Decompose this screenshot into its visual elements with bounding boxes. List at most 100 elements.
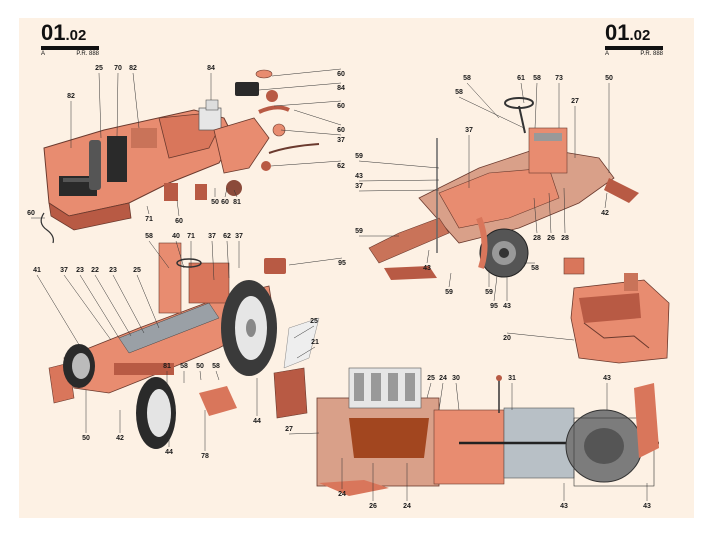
leader-lines bbox=[31, 68, 648, 501]
callout-95-tr: 95 bbox=[490, 303, 498, 310]
callout-37-ml-c: 37 bbox=[60, 267, 68, 274]
callout-24-bc-a: 24 bbox=[439, 375, 447, 382]
callout-28-tr-a: 28 bbox=[533, 235, 541, 242]
callout-60-lamp-a-leader bbox=[271, 68, 342, 77]
header-ref: P.R. 888 bbox=[76, 51, 99, 57]
callout-37-ml-a: 37 bbox=[208, 233, 216, 240]
callout-23-ml-b: 23 bbox=[109, 267, 117, 274]
header-code-right: 01 bbox=[605, 20, 630, 45]
callout-28-tr-a-leader bbox=[533, 197, 538, 234]
engine-assembly bbox=[563, 257, 670, 364]
callout-58-tr-c-leader bbox=[534, 82, 538, 129]
callout-60-hood: 60 bbox=[175, 218, 183, 225]
callout-71-hood: 71 bbox=[145, 216, 153, 223]
callout-42-bl: 42 bbox=[116, 435, 124, 442]
callout-37-tr-b: 37 bbox=[355, 183, 363, 190]
callout-62-ml: 62 bbox=[223, 233, 231, 240]
callout-50-ml: 50 bbox=[196, 363, 204, 370]
callout-43-tr-b: 43 bbox=[423, 265, 431, 272]
callout-58-ml-leader bbox=[148, 240, 170, 269]
callout-40-ml-leader bbox=[175, 240, 185, 269]
callout-71-ml: 71 bbox=[187, 233, 195, 240]
callout-43-br-a: 43 bbox=[603, 375, 611, 382]
callout-44-bl-b: 44 bbox=[253, 418, 261, 425]
callout-60-lamp-b: 60 bbox=[337, 103, 345, 110]
header-ref-right: P.R. 888 bbox=[640, 51, 663, 57]
callout-43-tr-a: 43 bbox=[355, 173, 363, 180]
callout-42-tr: 42 bbox=[601, 210, 609, 217]
callout-23-ml-a: 23 bbox=[76, 267, 84, 274]
header-rule-right bbox=[605, 46, 663, 50]
callout-60-left: 60 bbox=[27, 210, 35, 217]
callout-43-br-c: 43 bbox=[643, 503, 651, 510]
callout-62-leader bbox=[270, 160, 342, 167]
callout-59-tr-c-leader bbox=[448, 272, 452, 288]
callout-59-tr-b: 59 bbox=[355, 228, 363, 235]
callout-30-bc-leader bbox=[455, 382, 460, 411]
callout-81-hood-leader bbox=[233, 189, 238, 198]
callout-71-hood-leader bbox=[146, 205, 150, 215]
hood-assembly bbox=[40, 99, 270, 244]
callout-31-bc: 31 bbox=[508, 375, 516, 382]
callout-84-mirror: 84 bbox=[337, 85, 345, 92]
callout-26-tr-leader bbox=[548, 192, 552, 234]
header-meta-right: A P.R. 888 bbox=[605, 51, 663, 57]
callout-43-tr-c: 43 bbox=[503, 303, 511, 310]
callout-81-ml: 81 bbox=[163, 363, 171, 370]
callout-41-ml-leader bbox=[36, 274, 82, 349]
callout-37-ml-b: 37 bbox=[235, 233, 243, 240]
callout-37-ml-a-leader bbox=[211, 240, 215, 281]
callout-43-tr-a-leader bbox=[358, 179, 440, 182]
header-meta: A P.R. 888 bbox=[41, 51, 99, 57]
header-edition: A bbox=[41, 51, 46, 57]
callout-82-top: 82 bbox=[129, 65, 137, 72]
callout-78-bl: 78 bbox=[201, 453, 209, 460]
callout-61-tr-leader bbox=[520, 82, 525, 104]
header-code: 01 bbox=[41, 20, 66, 45]
callout-50-ml-leader bbox=[199, 370, 202, 381]
header-rule bbox=[41, 46, 99, 50]
callout-37-tr-b-leader bbox=[358, 189, 440, 192]
callout-37-cable: 37 bbox=[337, 137, 345, 144]
callout-27-bc: 27 bbox=[285, 426, 293, 433]
callout-27-bc-leader bbox=[288, 432, 320, 435]
header-sub: .02 bbox=[65, 27, 87, 44]
callout-43-tr-b-leader bbox=[426, 249, 430, 264]
callout-58-tr-d: 58 bbox=[531, 265, 539, 272]
header-left: 01.02 A P.R. 888 bbox=[41, 22, 99, 57]
callout-23-ml-a-leader bbox=[79, 274, 120, 339]
callout-58-tr-b-leader bbox=[458, 96, 525, 129]
header-sub-right: .02 bbox=[629, 27, 651, 44]
header-edition-right: A bbox=[605, 51, 610, 57]
callout-44-bl: 44 bbox=[165, 449, 173, 456]
callout-58-tr-c: 58 bbox=[533, 75, 541, 82]
callout-62-ml-leader bbox=[226, 240, 230, 279]
callout-61-tr: 61 bbox=[517, 75, 525, 82]
callout-82-left: 82 bbox=[67, 93, 75, 100]
callout-42-tr-leader bbox=[604, 192, 608, 209]
exploded-view-art: 2570828284608460603762607160506081585861… bbox=[27, 65, 670, 510]
callout-25-engine-air: 25 bbox=[95, 65, 103, 72]
callout-60-lamp-c-leader bbox=[293, 109, 342, 126]
callout-60-hood-b: 60 bbox=[221, 199, 229, 206]
callout-60-hood-b-leader bbox=[224, 187, 228, 198]
tractor-assembly bbox=[48, 242, 320, 449]
callout-50-bl: 50 bbox=[82, 435, 90, 442]
callout-22-ml: 22 bbox=[91, 267, 99, 274]
callout-50-hood: 50 bbox=[211, 199, 219, 206]
callout-59-tr-a-leader bbox=[358, 160, 440, 169]
callout-58-ml: 58 bbox=[145, 233, 153, 240]
callout-20-engine: 20 bbox=[503, 335, 511, 342]
callout-58-ml-b: 58 bbox=[180, 363, 188, 370]
callout-27-tr: 27 bbox=[571, 98, 579, 105]
callout-30-bc: 30 bbox=[452, 375, 460, 382]
callout-40-ml: 40 bbox=[172, 233, 180, 240]
callout-26-tr: 26 bbox=[547, 235, 555, 242]
callout-25-ml-b: 25 bbox=[310, 318, 318, 325]
callout-25-ml-b-leader bbox=[293, 325, 315, 339]
callout-24-bc-c: 24 bbox=[403, 503, 411, 510]
callout-58-tr-a: 58 bbox=[463, 75, 471, 82]
callout-58-ml-c-leader bbox=[215, 370, 220, 381]
